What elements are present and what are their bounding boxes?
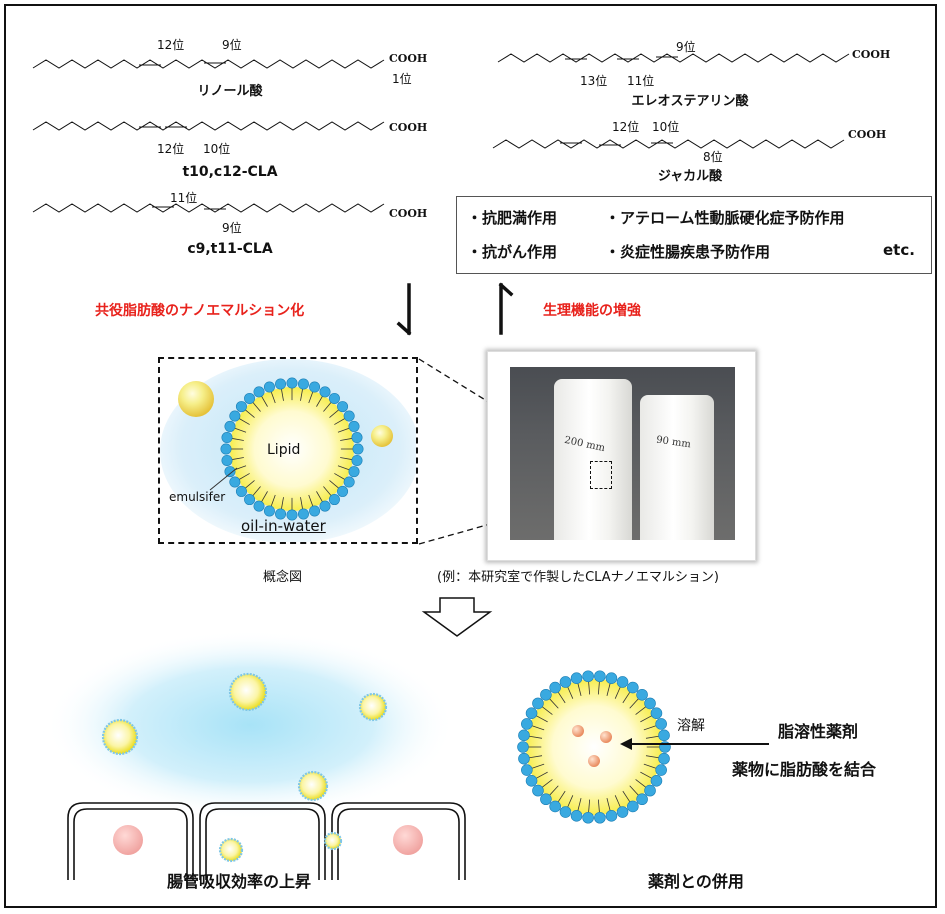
surfactant-head	[617, 807, 628, 818]
surfactant-head	[594, 812, 605, 823]
drug-particle-1	[572, 725, 584, 737]
surfactant-head	[627, 801, 638, 812]
surfactant-head	[594, 671, 605, 682]
surfactant-head	[532, 698, 543, 709]
drug-particle-3	[588, 755, 600, 767]
surfactant-head	[571, 810, 582, 821]
surfactant-head	[518, 730, 529, 741]
surfactant-head	[526, 708, 537, 719]
surfactant-head	[540, 689, 551, 700]
surfactant-head	[560, 676, 571, 687]
surfactant-head	[540, 794, 551, 805]
surfactant-head	[550, 682, 561, 693]
surfactant-head	[532, 785, 543, 796]
drug-title: 薬剤との併用	[648, 868, 744, 892]
surfactant-head	[627, 682, 638, 693]
surfactant-head	[659, 753, 670, 764]
surfactant-head	[637, 689, 648, 700]
surfactant-head	[606, 810, 617, 821]
surfactant-head	[645, 698, 656, 709]
dissolve-label: 溶解	[677, 715, 705, 735]
surfactant-head	[656, 765, 667, 776]
surfactant-head	[659, 730, 670, 741]
surfactant-head	[526, 775, 537, 786]
surfactant-head	[583, 671, 594, 682]
surfactant-head	[521, 765, 532, 776]
surfactant-head	[550, 801, 561, 812]
drug-line-1: 脂溶性薬剤	[778, 718, 858, 742]
surfactant-head	[518, 753, 529, 764]
surfactant-head	[637, 794, 648, 805]
surfactant-head	[518, 742, 529, 753]
surfactant-head	[651, 775, 662, 786]
surfactant-head	[645, 785, 656, 796]
surfactant-head	[571, 673, 582, 684]
surfactant-head	[521, 718, 532, 729]
drug-line-2: 薬物に脂肪酸を結合	[732, 756, 876, 780]
drug-micelle	[518, 671, 671, 824]
surfactant-head	[606, 673, 617, 684]
surfactant-head	[617, 676, 628, 687]
surfactant-head	[651, 708, 662, 719]
surfactant-head	[656, 718, 667, 729]
surfactant-head	[560, 807, 571, 818]
surfactant-head	[583, 812, 594, 823]
drug-particle-2	[600, 731, 612, 743]
